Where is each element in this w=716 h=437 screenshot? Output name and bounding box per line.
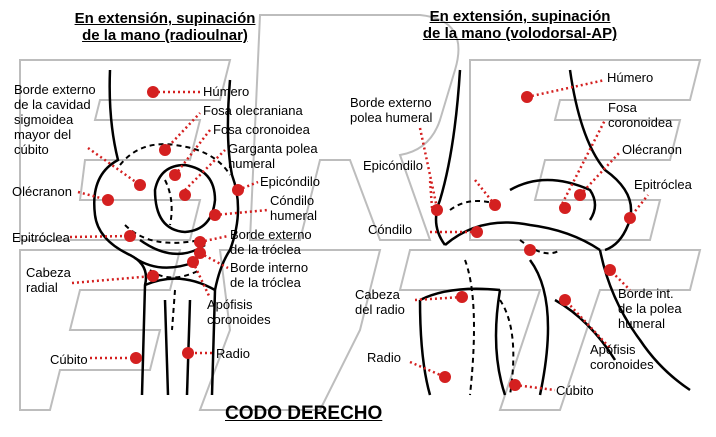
label-right-borde-polea: Borde externo polea humeral xyxy=(350,95,433,125)
markers xyxy=(102,86,636,391)
marker-right-extra xyxy=(524,244,536,256)
label-left-borde-ext-troclea: Borde externo de la tróclea xyxy=(230,227,312,257)
marker-left-cubito xyxy=(130,352,142,364)
label-right-epitroclea: Epitróclea xyxy=(634,177,692,192)
label-left-garganta: Garganta polea humeral xyxy=(228,141,318,171)
marker-right-borde-polea xyxy=(489,199,501,211)
label-right-condilo: Cóndilo xyxy=(368,222,413,237)
label-left-condilo: Cóndilo humeral xyxy=(270,193,317,223)
marker-left-garganta xyxy=(179,189,191,201)
label-left-fosa-coronoidea: Fosa coronoidea xyxy=(213,122,310,137)
label-right-apofisis: Apófisis coronoides xyxy=(590,342,654,372)
leader-lines xyxy=(69,78,649,392)
marker-left-cabeza-radial xyxy=(147,270,159,282)
label-left-borde-cavidad: Borde externo de la cavidad sigmoidea ma… xyxy=(14,82,96,157)
diagram-footer-title: CODO DERECHO xyxy=(225,403,383,424)
marker-right-cabeza-radio xyxy=(456,291,468,303)
label-right-cabeza-radio: Cabeza del radio xyxy=(355,287,405,317)
marker-left-radio xyxy=(182,347,194,359)
marker-left-humero xyxy=(147,86,159,98)
marker-left-epitroclea xyxy=(124,230,136,242)
marker-left-apofisis xyxy=(187,256,199,268)
label-left-cabeza-radial: Cabeza radial xyxy=(26,265,71,295)
label-right-fosa-coronoidea: Fosa coronoidea xyxy=(608,100,673,130)
label-right-humero: Húmero xyxy=(607,70,654,85)
label-left-epitroclea: Epitróclea xyxy=(12,230,70,245)
label-left-radio: Radio xyxy=(216,346,250,361)
label-right-epicondilo: Epicóndilo xyxy=(363,158,423,173)
label-right-borde-int-polea: Borde int. de la polea humeral xyxy=(618,286,682,331)
marker-left-condilo xyxy=(209,209,221,221)
right-view-title: En extensión, supinación de la mano (vol… xyxy=(422,8,618,42)
marker-left-fosa-coronoidea xyxy=(169,169,181,181)
marker-left-borde-int-troclea xyxy=(194,247,206,259)
marker-right-cubito xyxy=(509,379,521,391)
label-left-cubito: Cúbito xyxy=(50,352,88,367)
marker-left-epicondilo xyxy=(232,184,244,196)
label-left-fosa-olecraniana: Fosa olecraniana xyxy=(203,103,303,118)
marker-right-condilo xyxy=(471,226,483,238)
label-left-humero: Húmero xyxy=(203,84,250,99)
marker-right-radio xyxy=(439,371,451,383)
marker-left-borde-ext-troclea xyxy=(194,236,206,248)
marker-right-fosa-coronoidea xyxy=(559,202,571,214)
label-left-apofisis: Apófisis coronoides xyxy=(207,297,271,327)
marker-left-olecranon xyxy=(102,194,114,206)
left-view-title: En extensión, supinación de la mano (rad… xyxy=(74,10,256,44)
label-left-olecranon: Olécranon xyxy=(12,184,72,199)
marker-left-borde-cavidad xyxy=(134,179,146,191)
label-left-epicondilo: Epicóndilo xyxy=(260,174,320,189)
marker-right-humero xyxy=(521,91,533,103)
marker-right-olecranon xyxy=(574,189,586,201)
label-left-borde-int-troclea: Borde interno de la tróclea xyxy=(230,260,309,290)
marker-right-borde-int-polea xyxy=(604,264,616,276)
label-right-olecranon: Olécranon xyxy=(622,142,682,157)
label-right-cubito: Cúbito xyxy=(556,383,594,398)
marker-right-apofisis xyxy=(559,294,571,306)
watermark-logo xyxy=(19,14,702,411)
marker-right-epitroclea xyxy=(624,212,636,224)
marker-right-epicondilo xyxy=(431,204,443,216)
marker-left-fosa-olecraniana xyxy=(159,144,171,156)
label-right-radio: Radio xyxy=(367,350,401,365)
